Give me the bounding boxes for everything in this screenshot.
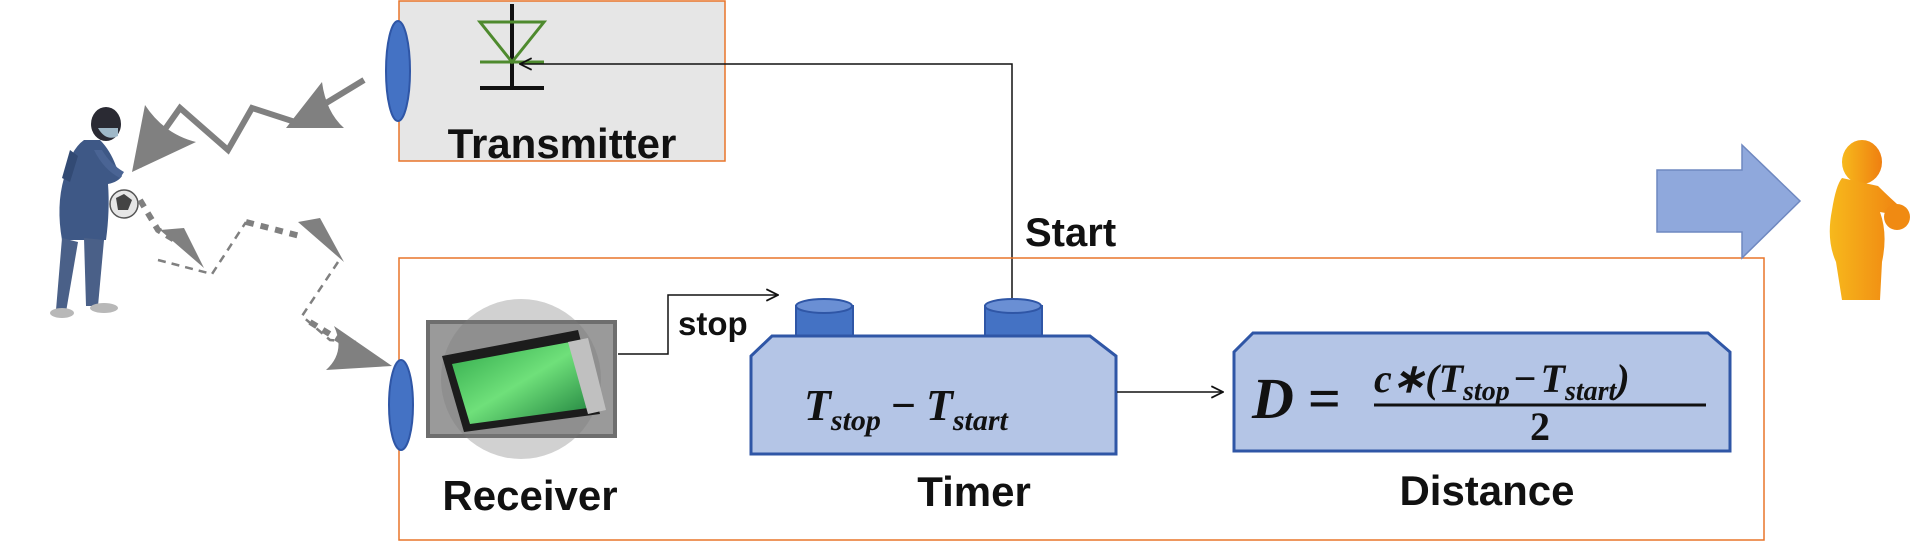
stop-signal-line [618, 295, 778, 355]
timer-formula: Tstop−Tstart [804, 381, 1010, 437]
distance-numerator: c∗(Tstop−Tstart) [1374, 356, 1630, 407]
timer-block [749, 298, 1118, 456]
diode-icon [476, 4, 548, 90]
receiver-lens-icon [388, 359, 414, 451]
transmitter-lens-icon [385, 20, 411, 122]
distance-label: Distance [1399, 467, 1574, 514]
start-signal-line [520, 64, 1013, 302]
distance-denominator: 2 [1530, 404, 1550, 449]
reflected-signal [137, 198, 392, 370]
sensor-chip-icon [426, 299, 617, 459]
transmitter-label: Transmitter [448, 120, 677, 167]
distance-lhs: D= [1251, 366, 1341, 431]
output-arrow-icon [1656, 143, 1802, 260]
stop-label: stop [678, 305, 748, 342]
timer-label: Timer [917, 468, 1031, 515]
start-label: Start [1025, 211, 1116, 255]
depth-person-icon [1829, 140, 1910, 300]
transmitter-box [398, 0, 726, 162]
distance-block [1232, 331, 1732, 453]
person-icon [50, 107, 139, 318]
receiver-label: Receiver [442, 472, 617, 519]
emitted-signal [132, 77, 366, 172]
